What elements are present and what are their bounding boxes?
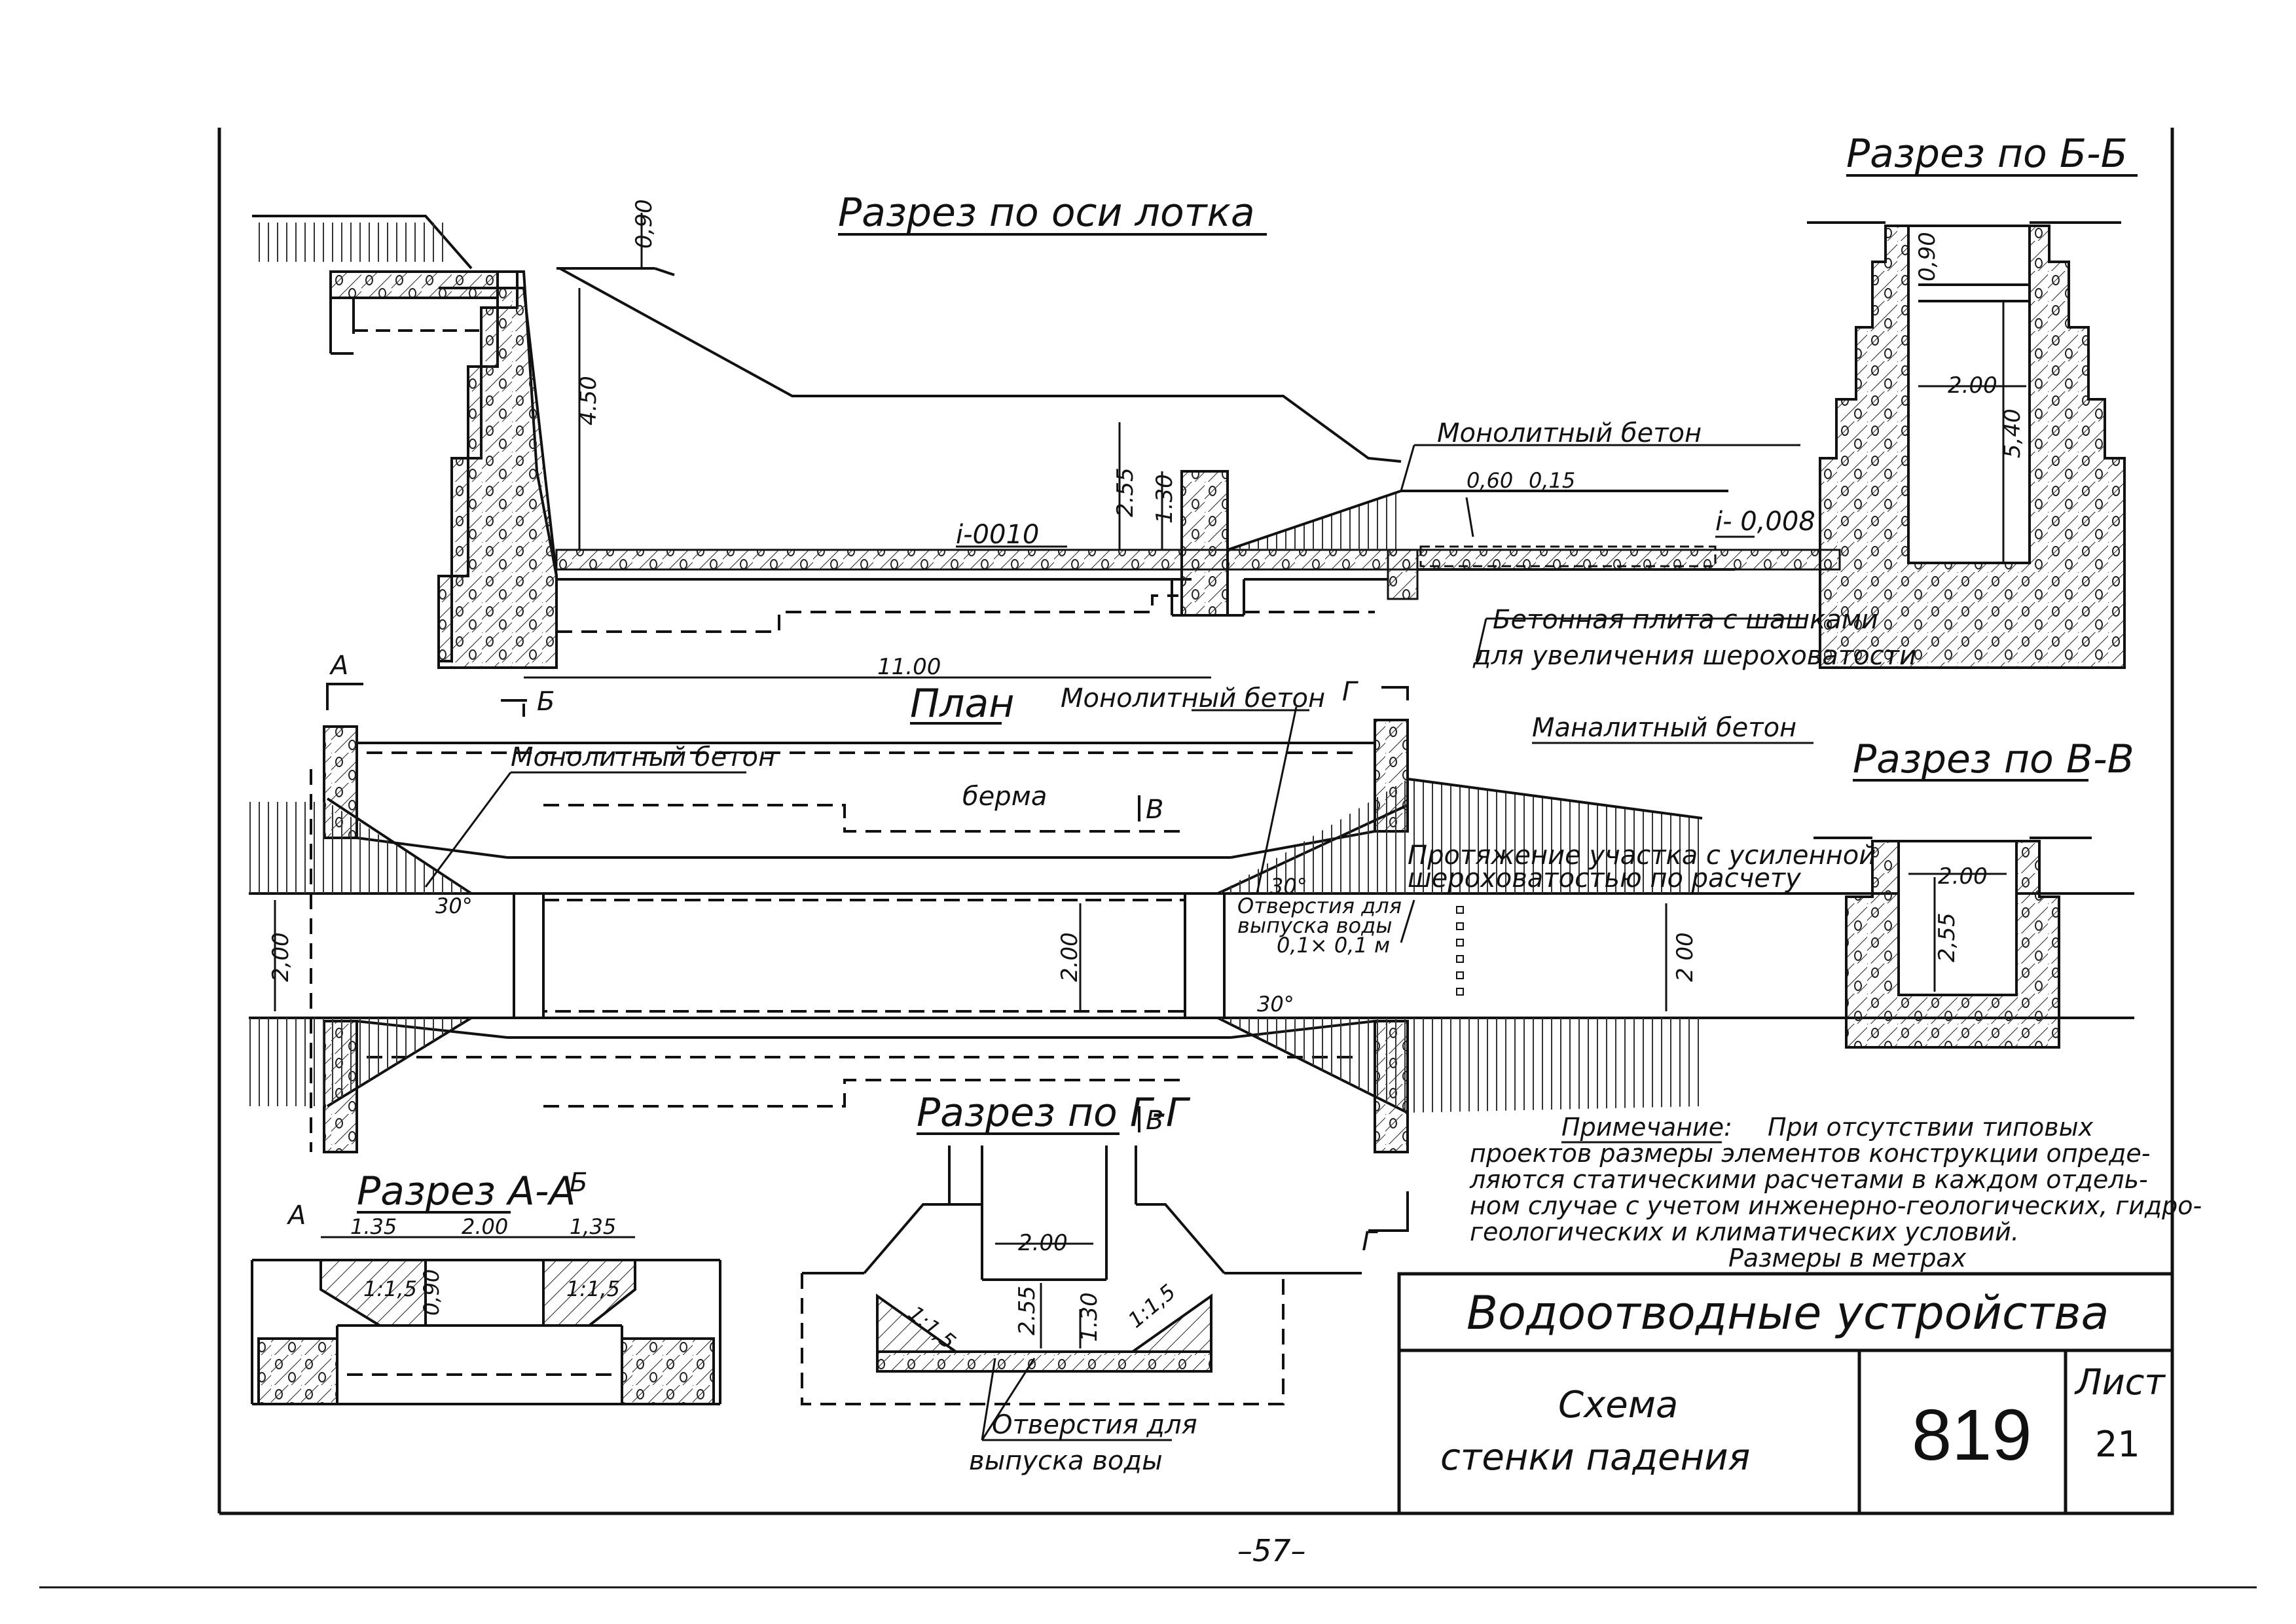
plan-dim-left: 2,00 [268, 932, 294, 982]
vv-dim-2-00: 2.00 [1938, 863, 1988, 890]
vv-title: Разрез по В-В [1853, 736, 2134, 782]
plan-drawing [249, 683, 2134, 1232]
angle-right-bottom: 30° [1257, 992, 1294, 1017]
bb-title: Разрез по Б-Б [1846, 131, 2128, 177]
label-monolithic-plan-right: Маналитный бетон [1532, 713, 1796, 743]
slope-right: i- 0,008 [1715, 507, 1815, 537]
title-block-header: Водоотводные устройства [1467, 1286, 2109, 1340]
gg-dim-2-55: 2.55 [1014, 1286, 1040, 1335]
label-concrete-plate: Бетонная плита с шашками [1493, 605, 1878, 635]
aa-dim-4: 0,90 [419, 1269, 444, 1316]
label-rough-stretch-2: шероховатостью по расчету [1408, 863, 1802, 893]
label-monolithic-concrete-top: Монолитный бетон [1437, 418, 1702, 448]
dim-0-90: 0,90 [631, 199, 657, 249]
plan-dim-right: 2 00 [1672, 932, 1698, 982]
step-dim-0-15: 0,15 [1529, 468, 1575, 493]
plan-title: План [910, 681, 1014, 727]
dim-1-30: 1.30 [1152, 474, 1178, 524]
title-block-name-1: Схема [1558, 1384, 1678, 1426]
step-dim-0-60: 0,60 [1467, 468, 1513, 493]
title-block-sheet-label: Лист [2074, 1362, 2166, 1403]
label-rough-stretch-1: Протяжение участка с усиленной [1408, 840, 1876, 871]
label-holes-3: 0,1× 0,1 м [1277, 933, 1390, 958]
bb-dim-2-00: 2.00 [1948, 372, 1997, 399]
note-line-5: геологических и климатических условий. [1470, 1218, 2019, 1246]
bb-section-drawing [1807, 221, 2126, 669]
note-line-4: ном случае с учетом инженерно-геологичес… [1470, 1191, 2202, 1220]
aa-dim-2: 2.00 [462, 1214, 508, 1239]
title-block-name-2: стенки падения [1440, 1436, 1750, 1479]
gg-label-1: Отверстия для [992, 1410, 1197, 1440]
title-block [1397, 1272, 2174, 1515]
gg-title: Разрез по Г-Г [917, 1090, 1191, 1136]
axis-section-drawing [252, 213, 1841, 712]
aa-dim-1: 1.35 [350, 1214, 397, 1239]
label-monolithic-plan-left: Монолитный бетон [511, 742, 775, 772]
dim-2-55: 2.55 [1112, 467, 1139, 517]
vv-dim-2-55: 2,55 [1934, 912, 1960, 962]
marker-g-top: Г [1342, 677, 1358, 707]
note-line-3: ляются статическими расчетами в каждом о… [1469, 1165, 2148, 1194]
note-units: Размеры в метрах [1728, 1244, 1967, 1272]
gg-dim-1-30: 1.30 [1076, 1292, 1102, 1342]
aa-dim-3: 1,35 [570, 1214, 616, 1239]
marker-b-top: Б [537, 687, 555, 717]
gg-section-drawing [801, 1146, 1362, 1441]
angle-left: 30° [435, 893, 473, 918]
title-block-sheet-no: 21 [2095, 1424, 2140, 1465]
gg-dim-2-00: 2.00 [1018, 1230, 1068, 1256]
slope-left: i-0010 [956, 520, 1039, 550]
aa-title: Разрез А-А [357, 1168, 576, 1214]
bb-dim-0-90: 0,90 [1914, 232, 1941, 281]
page-number: –57– [1237, 1533, 1306, 1568]
label-holes-2: выпуска воды [1237, 913, 1393, 938]
axis-section-title: Разрез по оси лотка [838, 190, 1255, 236]
vv-section-drawing [1813, 837, 2092, 1049]
marker-v-top: В [1146, 795, 1163, 825]
aa-slope-right: 1:1,5 [566, 1276, 620, 1301]
marker-a-top: А [329, 651, 348, 681]
dim-4-50: 4.50 [575, 376, 602, 425]
label-roughness: для увеличения шероховатости [1472, 641, 1916, 671]
aa-slope-left: 1:1,5 [363, 1276, 417, 1301]
marker-a-bottom: А [286, 1200, 306, 1231]
marker-v-bottom: В [1146, 1106, 1163, 1136]
aa-section-drawing [251, 1236, 721, 1405]
note-line-1: При отсутствии типовых [1768, 1113, 2094, 1142]
title-block-number: 819 [1912, 1395, 2032, 1475]
bb-dim-5-40: 5,40 [1999, 408, 2026, 458]
label-monolithic-concrete-bottom: Монолитный бетон [1061, 683, 1325, 713]
angle-right-top: 30° [1270, 874, 1307, 899]
label-holes-1: Отверстия для [1237, 893, 1402, 918]
label-berm: берма [962, 782, 1047, 812]
note-heading: Примечание: [1561, 1113, 1732, 1142]
gg-label-2: выпуска воды [969, 1446, 1163, 1476]
note-line-2: проектов размеры элементов конструкции о… [1470, 1139, 2150, 1168]
dim-11-00: 11.00 [877, 654, 941, 680]
marker-b-bottom: Б [570, 1168, 587, 1198]
marker-g-bottom: Г [1362, 1227, 1378, 1257]
plan-dim-mid: 2.00 [1057, 932, 1083, 982]
